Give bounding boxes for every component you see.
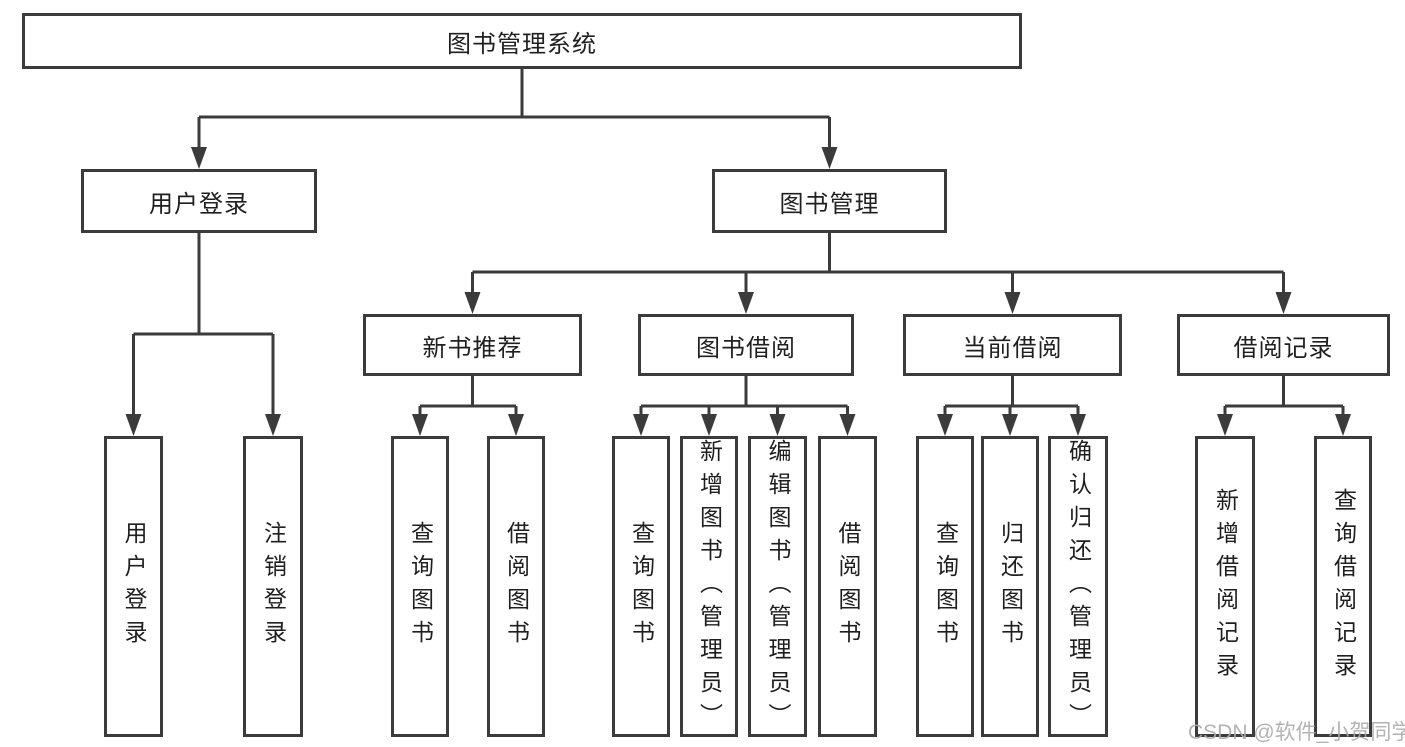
leaf-current-query-book: 查询图书 [916, 436, 974, 737]
leaf-records-query-borrow-record: 查询借阅记录 [1314, 436, 1372, 737]
leaf-user-login: 用户登录 [104, 436, 163, 737]
csdn-watermark: CSDN @软件_小贺同学 [1188, 721, 1405, 744]
leaf-current-return-book: 归还图书 [981, 436, 1039, 737]
leaf-borrow-borrow-book: 借阅图书 [818, 436, 877, 737]
node-user-login: 用户登录 [81, 169, 317, 233]
node-borrow-records: 借阅记录 [1177, 314, 1390, 376]
node-current-borrow: 当前借阅 [903, 314, 1122, 376]
leaf-borrow-add-book-admin: 新增图书（管理员） [680, 436, 738, 737]
leaf-records-add-borrow-record: 新增借阅记录 [1195, 436, 1255, 737]
leaf-logout-login: 注销登录 [243, 436, 303, 737]
node-book-borrow: 图书借阅 [638, 314, 854, 376]
leaf-borrow-edit-book-admin: 编辑图书（管理员） [748, 436, 807, 737]
node-library-management-system: 图书管理系统 [22, 13, 1022, 69]
leaf-newbook-borrow-book: 借阅图书 [487, 436, 545, 737]
leaf-newbook-query-book: 查询图书 [391, 436, 449, 737]
leaf-current-confirm-return-admin: 确认归还（管理员） [1048, 436, 1108, 737]
node-new-book-recommend: 新书推荐 [363, 314, 582, 376]
leaf-borrow-query-book: 查询图书 [612, 436, 670, 737]
node-book-management: 图书管理 [712, 169, 947, 233]
